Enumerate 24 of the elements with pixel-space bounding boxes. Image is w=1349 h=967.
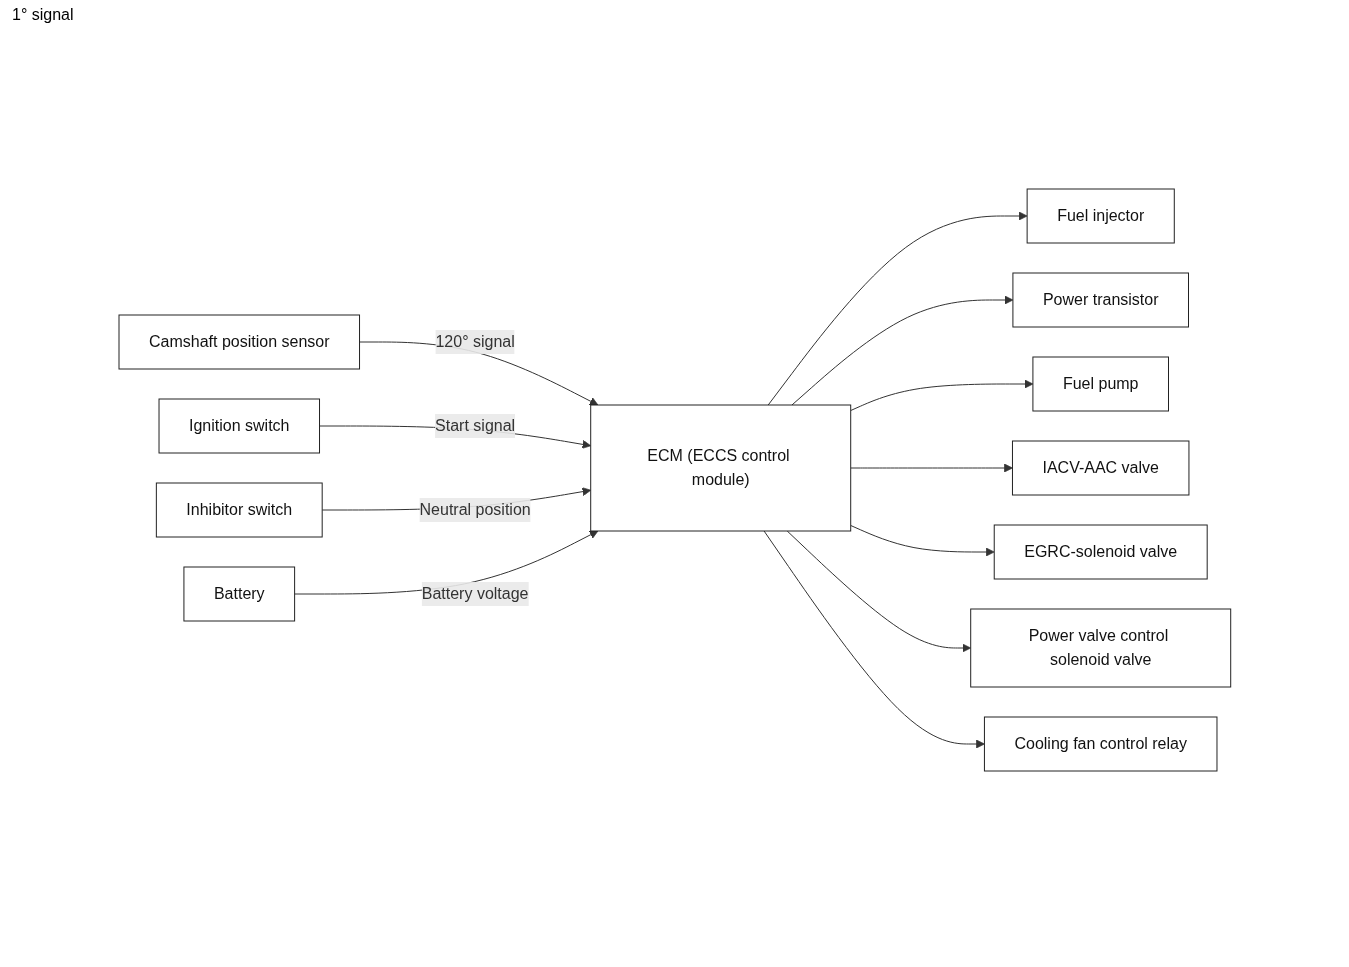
node-box: ECM (ECCS control module): [589, 404, 851, 532]
edge-label: Start signal: [434, 417, 515, 434]
node-box: Inhibitor switch: [155, 482, 323, 538]
node-box: Power valve control solenoid valve: [969, 608, 1231, 688]
node-box: IACV-AAC valve: [1011, 440, 1190, 496]
node-box: Ignition switch: [158, 398, 320, 454]
edge-label: 120° signal: [435, 333, 515, 350]
node-box: Camshaft position sensor: [118, 314, 360, 370]
node-box: Power transistor: [1012, 272, 1189, 328]
arrow: [849, 463, 1013, 473]
arrow: [791, 295, 1013, 406]
arrow: [849, 524, 995, 557]
signal-label: 1° signal: [12, 6, 75, 24]
node-box: Fuel pump: [1032, 356, 1169, 412]
node-box: Fuel injector: [1026, 188, 1175, 244]
edge-label: Neutral position: [419, 501, 531, 518]
arrow: [786, 530, 971, 653]
node-box: Cooling fan control relay: [983, 716, 1218, 772]
arrow: [767, 211, 1028, 406]
node-box: EGRC-solenoid valve: [993, 524, 1208, 580]
arrow: [763, 530, 985, 749]
edge-label: Battery voltage: [421, 585, 529, 602]
arrow: [849, 379, 1033, 412]
node-box: Battery: [183, 566, 295, 622]
